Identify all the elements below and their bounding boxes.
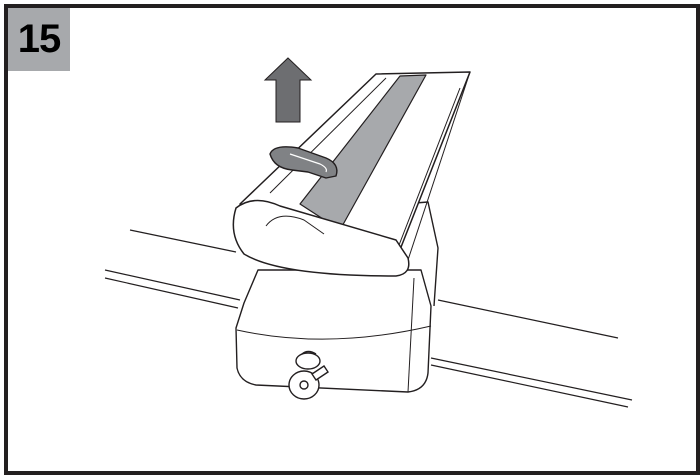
rubber-strip-end bbox=[269, 146, 338, 179]
rack-foot bbox=[235, 201, 439, 393]
crossbar bbox=[232, 71, 471, 277]
lock-key-icon bbox=[288, 350, 329, 400]
instruction-panel: 15 bbox=[4, 4, 700, 475]
up-arrow-icon bbox=[263, 57, 313, 123]
step-number: 15 bbox=[17, 17, 62, 61]
step-badge-background bbox=[8, 8, 70, 71]
roof-rack-illustration bbox=[8, 8, 633, 408]
roof-rail-lines bbox=[104, 229, 633, 408]
